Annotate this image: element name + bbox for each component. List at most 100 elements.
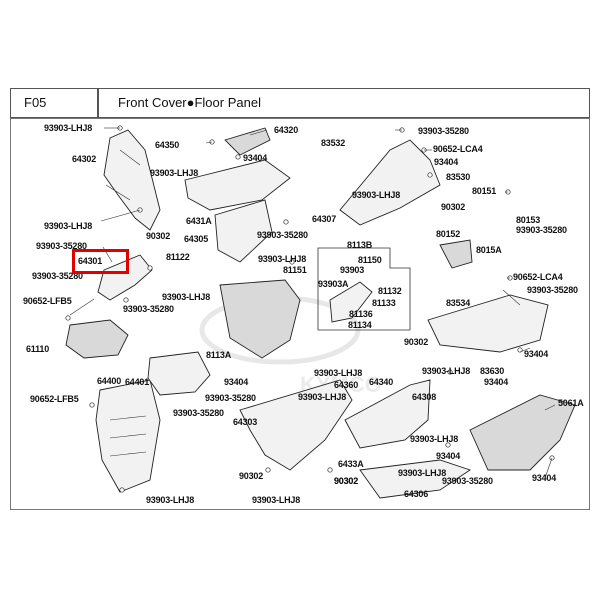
callout-93903-lhj8[interactable]: 93903-LHJ8 — [146, 495, 195, 505]
callout-93903-35280[interactable]: 93903-35280 — [123, 304, 174, 314]
callout-64401[interactable]: 64401 — [125, 377, 150, 387]
highlight-box-64301 — [72, 249, 129, 274]
figure-code: F05 — [24, 95, 47, 110]
callout-8113b[interactable]: 8113B — [347, 240, 373, 250]
callout-64308[interactable]: 64308 — [412, 392, 437, 402]
callout-81122[interactable]: 81122 — [166, 252, 190, 262]
trim-64320 — [224, 127, 271, 156]
callout-93903-35280[interactable]: 93903-35280 — [418, 126, 469, 136]
callout-8113a[interactable]: 8113A — [206, 350, 232, 360]
panel-64401 — [147, 351, 211, 396]
figure-code-box — [10, 88, 98, 118]
callout-93903a[interactable]: 93903A — [318, 279, 349, 289]
callout-81133[interactable]: 81133 — [372, 298, 396, 308]
cover-64306 — [359, 459, 472, 499]
callout-64302[interactable]: 64302 — [72, 154, 97, 164]
callout-80153[interactable]: 80153 — [516, 215, 541, 225]
cover-64340 — [344, 379, 431, 449]
callout-93903-lhj8[interactable]: 93903-LHJ8 — [162, 292, 211, 302]
callout-64307[interactable]: 64307 — [312, 214, 337, 224]
callout-90302[interactable]: 90302 — [334, 476, 359, 486]
leader-lines — [69, 127, 556, 479]
callout-81151[interactable]: 81151 — [283, 265, 307, 275]
callout-90652-lca4[interactable]: 90652-LCA4 — [433, 144, 483, 154]
callout-64305[interactable]: 64305 — [184, 234, 209, 244]
front-shield-part — [103, 129, 161, 231]
callout-64320[interactable]: 64320 — [274, 125, 299, 135]
callout-93903-lhj8[interactable]: 93903-LHJ8 — [422, 366, 471, 376]
callout-93404[interactable]: 93404 — [224, 377, 249, 387]
under-cover-83630 — [469, 394, 576, 471]
figure-title: Front Cover●Floor Panel — [118, 95, 261, 110]
callout-93903-lhj8[interactable]: 93903-LHJ8 — [298, 392, 347, 402]
side-cover-83534 — [427, 294, 549, 353]
figure-title-box — [98, 88, 590, 118]
callout-93903-lhj8[interactable]: 93903-LHJ8 — [410, 434, 459, 444]
callout-64400[interactable]: 64400 — [97, 376, 122, 386]
callout-5061a[interactable]: 5061A — [558, 398, 584, 408]
callout-93404[interactable]: 93404 — [524, 349, 549, 359]
panel-83532 — [339, 139, 441, 226]
callout-81136[interactable]: 81136 — [349, 309, 373, 319]
callout-80152[interactable]: 80152 — [436, 229, 461, 239]
callout-6431a[interactable]: 6431A — [186, 216, 212, 226]
callout-93903-35280[interactable]: 93903-35280 — [257, 230, 308, 240]
diagram-frame — [10, 118, 590, 510]
callout-93903[interactable]: 93903 — [340, 265, 365, 275]
floor-8113A — [219, 279, 301, 359]
callout-80151[interactable]: 80151 — [472, 186, 497, 196]
callout-93903-35280[interactable]: 93903-35280 — [173, 408, 224, 418]
callout-64360[interactable]: 64360 — [334, 380, 359, 390]
callout-93903-lhj8[interactable]: 93903-LHJ8 — [314, 368, 363, 378]
bracket-61110 — [65, 319, 129, 359]
callout-90302[interactable]: 90302 — [441, 202, 466, 212]
callout-93903-lhj8[interactable]: 93903-LHJ8 — [150, 168, 199, 178]
callout-93903-35280[interactable]: 93903-35280 — [32, 271, 83, 281]
callout-93404[interactable]: 93404 — [532, 473, 557, 483]
callout-93903-lhj8[interactable]: 93903-LHJ8 — [252, 495, 301, 505]
callout-64301[interactable]: 64301 — [78, 256, 103, 266]
callout-81150[interactable]: 81150 — [358, 255, 382, 265]
callout-90652-lca4[interactable]: 90652-LCA4 — [513, 272, 563, 282]
callout-64350[interactable]: 64350 — [155, 140, 180, 150]
callout-93903-35280[interactable]: 93903-35280 — [36, 241, 87, 251]
callout-93903-lhj8[interactable]: 93903-LHJ8 — [398, 468, 447, 478]
callout-93903-35280[interactable]: 93903-35280 — [442, 476, 493, 486]
callout-83534[interactable]: 83534 — [446, 298, 471, 308]
callout-61110[interactable]: 61110 — [26, 344, 50, 354]
callout-93404[interactable]: 93404 — [484, 377, 509, 387]
callout-93404[interactable]: 93404 — [434, 157, 459, 167]
callout-64303[interactable]: 64303 — [233, 417, 258, 427]
callout-83630[interactable]: 83630 — [480, 366, 505, 376]
callout-81132[interactable]: 81132 — [378, 286, 402, 296]
callout-93903-lhj8[interactable]: 93903-LHJ8 — [44, 123, 93, 133]
callout-93404[interactable]: 93404 — [243, 153, 268, 163]
callout-93903-lhj8[interactable]: 93903-LHJ8 — [44, 221, 93, 231]
callout-93903-lhj8[interactable]: 93903-LHJ8 — [352, 190, 401, 200]
callout-93903-lhj8[interactable]: 93903-LHJ8 — [258, 254, 307, 264]
inner-cover-part — [97, 254, 153, 301]
callout-90652-lfb5[interactable]: 90652-LFB5 — [30, 394, 79, 404]
callout-90302[interactable]: 90302 — [334, 476, 359, 486]
callout-90302[interactable]: 90302 — [404, 337, 429, 347]
callout-93404[interactable]: 93404 — [436, 451, 461, 461]
part-80152 — [439, 239, 473, 269]
callout-81134[interactable]: 81134 — [348, 320, 372, 330]
callout-90302[interactable]: 90302 — [239, 471, 264, 481]
callout-64306[interactable]: 64306 — [404, 489, 429, 499]
callout-90302[interactable]: 90302 — [146, 231, 171, 241]
callout-93903-35280[interactable]: 93903-35280 — [205, 393, 256, 403]
callout-8015a[interactable]: 8015A — [476, 245, 502, 255]
callout-6433a[interactable]: 6433A — [338, 459, 364, 469]
callout-64340[interactable]: 64340 — [369, 377, 394, 387]
cover-64303 — [239, 379, 353, 471]
callout-83532[interactable]: 83532 — [321, 138, 346, 148]
cover-64305 — [214, 199, 273, 263]
callout-90652-lfb5[interactable]: 90652-LFB5 — [23, 296, 72, 306]
callout-93903-35280[interactable]: 93903-35280 — [516, 225, 567, 235]
callout-83530[interactable]: 83530 — [446, 172, 471, 182]
callout-93903-35280[interactable]: 93903-35280 — [527, 285, 578, 295]
bolt-markers — [65, 125, 555, 493]
